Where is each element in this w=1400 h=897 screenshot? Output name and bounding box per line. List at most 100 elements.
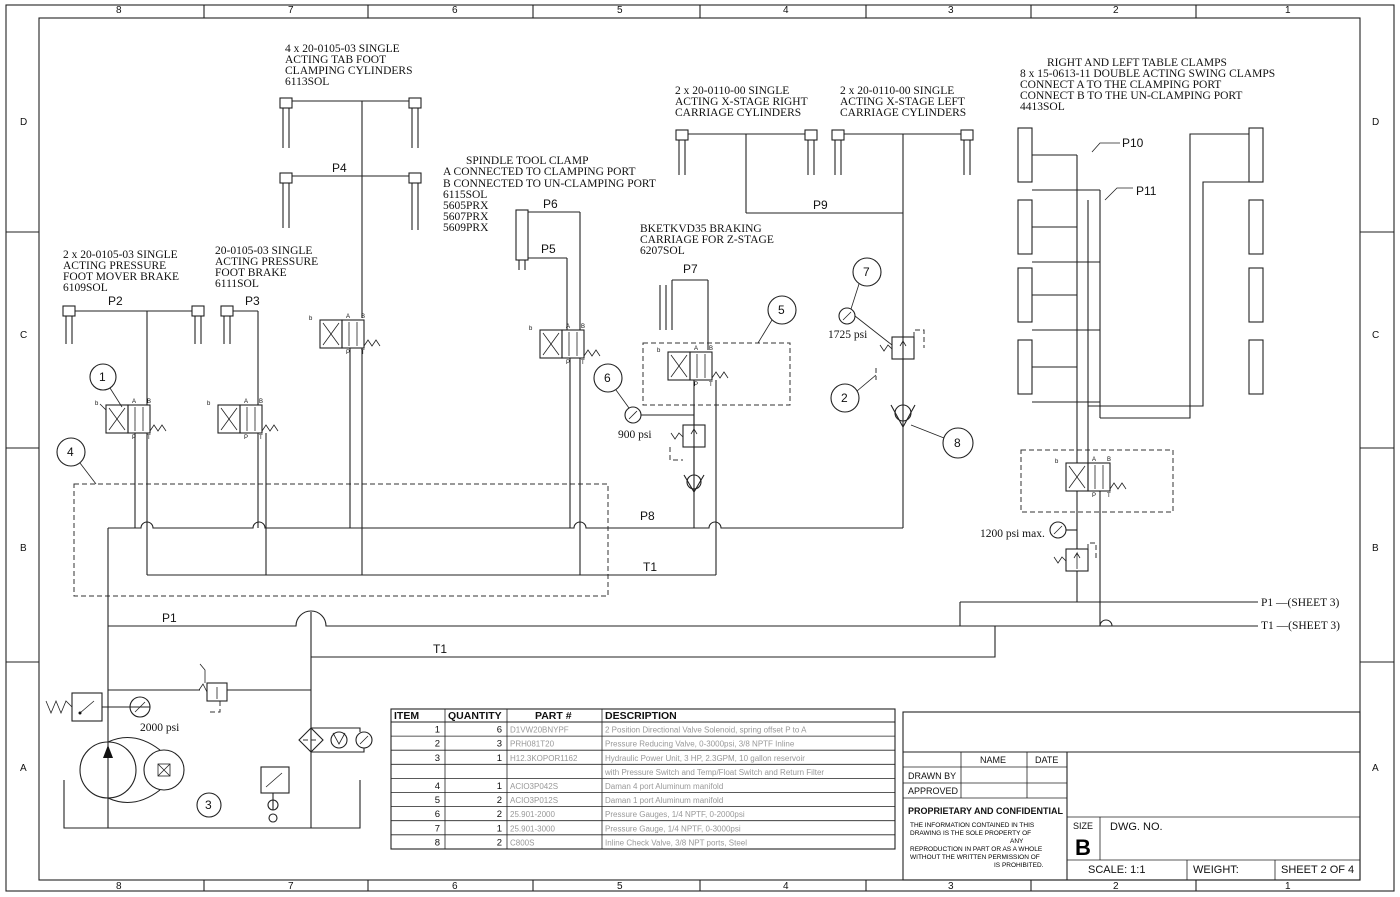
svg-text:T: T xyxy=(259,435,263,441)
bom-cell-qty: 1 xyxy=(497,753,502,764)
callout-line: CLAMPING CYLINDERS xyxy=(285,65,412,77)
zone-col-label: 1 xyxy=(1285,5,1291,16)
callout-line: FOOT MOVER BRAKE xyxy=(63,271,179,283)
bom-cell-qty: 1 xyxy=(497,781,502,792)
bom-cell-desc: Inline Check Valve, 3/8 NPT ports, Steel xyxy=(605,838,747,847)
svg-text:b: b xyxy=(95,401,99,407)
balloon-7: 7 xyxy=(850,257,882,310)
bom-cell-desc: Daman 1 port Aluminum manifold xyxy=(605,796,723,805)
bom-cell-item: 4 xyxy=(435,781,440,792)
svg-text:b: b xyxy=(309,316,313,322)
foot-mover-cylinders xyxy=(62,305,205,405)
tb-sheet: SHEET 2 OF 4 xyxy=(1281,864,1354,876)
bom-cell-part: D1VW20BNYPF xyxy=(510,726,569,735)
line-label-p4: P4 xyxy=(332,161,347,175)
zone-row-label: B xyxy=(1372,543,1379,554)
bom-cell-part: 25.901-2000 xyxy=(510,810,555,819)
callout-line: ACTING X-STAGE LEFT xyxy=(840,96,965,108)
callout-line: A CONNECTED TO CLAMPING PORT xyxy=(443,166,636,178)
callout-table-clamps: RIGHT AND LEFT TABLE CLAMPS 8 x 15-0613-… xyxy=(1020,57,1275,113)
svg-text:IS PROHIBITED.: IS PROHIBITED. xyxy=(994,862,1044,869)
svg-text:5: 5 xyxy=(778,303,785,317)
callout-line: 6111SOL xyxy=(215,278,259,290)
zone-row-label: D xyxy=(1372,117,1379,128)
tb-approved: APPROVED xyxy=(908,786,959,796)
line-label-p1-sheet: P1 —(SHEET 3) xyxy=(1261,597,1340,609)
svg-text:ANY: ANY xyxy=(1010,838,1024,845)
bom-cell-item: 6 xyxy=(435,809,440,820)
bom-header-item: ITEM xyxy=(394,710,419,722)
svg-text:THE INFORMATION CONTAINED IN T: THE INFORMATION CONTAINED IN THIS xyxy=(910,822,1035,829)
callout-spindle: SPINDLE TOOL CLAMP A CONNECTED TO CLAMPI… xyxy=(443,155,656,234)
bom-cell-desc: with Pressure Switch and Temp/Float Swit… xyxy=(604,768,824,777)
bom-cell-qty: 3 xyxy=(497,739,502,750)
gauge-label-1200: 1200 psi max. xyxy=(980,528,1045,540)
bom-cell-desc: Pressure Gauges, 1/4 NPTF, 0-2000psi xyxy=(605,810,745,819)
svg-text:B: B xyxy=(1107,457,1111,463)
zone-col-label: 2 xyxy=(1113,881,1119,892)
manifold-plumbing xyxy=(107,348,903,828)
callout-x-right: 2 x 20-0110-00 SINGLE ACTING X-STAGE RIG… xyxy=(675,85,808,119)
line-label-p10: P10 xyxy=(1122,136,1144,150)
bom-cell-part: ACIO3P042S xyxy=(510,782,558,791)
foot-brake-cylinder xyxy=(220,305,259,405)
zone-row-label: A xyxy=(1372,763,1379,774)
line-label-t1-manifold: T1 xyxy=(643,560,657,574)
callout-line: FOOT BRAKE xyxy=(215,267,287,279)
callout-line: 5605PRX xyxy=(443,200,489,212)
svg-text:b: b xyxy=(657,348,661,354)
svg-text:B: B xyxy=(147,399,151,405)
svg-text:P: P xyxy=(346,350,350,356)
gauge-label-2000: 2000 psi xyxy=(140,722,179,734)
callout-line: 5609PRX xyxy=(443,222,489,234)
svg-text:A: A xyxy=(566,324,570,330)
tb-name: NAME xyxy=(980,755,1006,765)
bom-cell-item: 5 xyxy=(435,795,440,806)
zone-col-label: 4 xyxy=(783,5,789,16)
svg-text:P: P xyxy=(244,435,248,441)
callout-line: CONNECT B TO THE UN-CLAMPING PORT xyxy=(1020,90,1242,102)
balloon-6: 6 xyxy=(593,363,630,409)
callout-line: 6109SOL xyxy=(63,282,108,294)
callout-x-left: 2 x 20-0110-00 SINGLE ACTING X-STAGE LEF… xyxy=(840,85,966,119)
line-label-t1-sheet: T1 —(SHEET 3) xyxy=(1261,620,1340,632)
callout-line: 2 x 20-0110-00 SINGLE xyxy=(675,85,789,97)
bom-cell-item: 1 xyxy=(435,725,440,736)
callout-line: 4413SOL xyxy=(1020,101,1065,113)
drawing-border xyxy=(5,4,1395,892)
callout-line: 6115SOL xyxy=(443,189,487,201)
svg-text:A: A xyxy=(346,314,350,320)
svg-text:T: T xyxy=(709,382,713,388)
svg-text:A: A xyxy=(1092,457,1096,463)
reducing-valve-clamps xyxy=(1053,491,1101,626)
svg-text:P: P xyxy=(132,435,136,441)
zone-row-label: C xyxy=(1372,330,1379,341)
gauge-1200 xyxy=(1049,521,1077,539)
zone-col-label: 7 xyxy=(288,5,294,16)
callout-line: 6207SOL xyxy=(640,245,685,257)
tb-scale: SCALE: 1:1 xyxy=(1088,864,1145,876)
callout-line: RIGHT AND LEFT TABLE CLAMPS xyxy=(1047,57,1227,69)
bom-cell-qty: 2 xyxy=(497,809,502,820)
balloon-1: 1 xyxy=(89,363,123,408)
svg-text:B: B xyxy=(581,324,585,330)
line-label-p11: P11 xyxy=(1136,184,1157,198)
svg-text:4: 4 xyxy=(67,445,74,459)
bom-cell-desc: Pressure Gauge, 1/4 NPTF, 0-3000psi xyxy=(605,824,741,833)
svg-text:B: B xyxy=(361,314,365,320)
zone-col-label: 5 xyxy=(617,881,623,892)
line-label-p8: P8 xyxy=(640,509,655,523)
bom-cell-part: PRH081T20 xyxy=(510,740,555,749)
bom-header-quantity: QUANTITY xyxy=(448,710,502,722)
tb-drawn-by: DRAWN BY xyxy=(908,771,956,781)
svg-text:WITHOUT THE WRITTEN PERMISSION: WITHOUT THE WRITTEN PERMISSION OF xyxy=(910,854,1040,861)
balloon-5: 5 xyxy=(757,295,797,344)
svg-text:P: P xyxy=(1092,493,1096,499)
svg-text:1: 1 xyxy=(99,370,106,384)
callout-line: ACTING PRESSURE xyxy=(63,260,166,272)
callout-braking: BKETKVD35 BRAKING CARRIAGE FOR Z-STAGE 6… xyxy=(640,223,774,257)
gauge-label-1725: 1725 psi xyxy=(828,329,867,341)
tb-weight: WEIGHT: xyxy=(1193,864,1239,876)
callout-line: ACTING X-STAGE RIGHT xyxy=(675,96,808,108)
